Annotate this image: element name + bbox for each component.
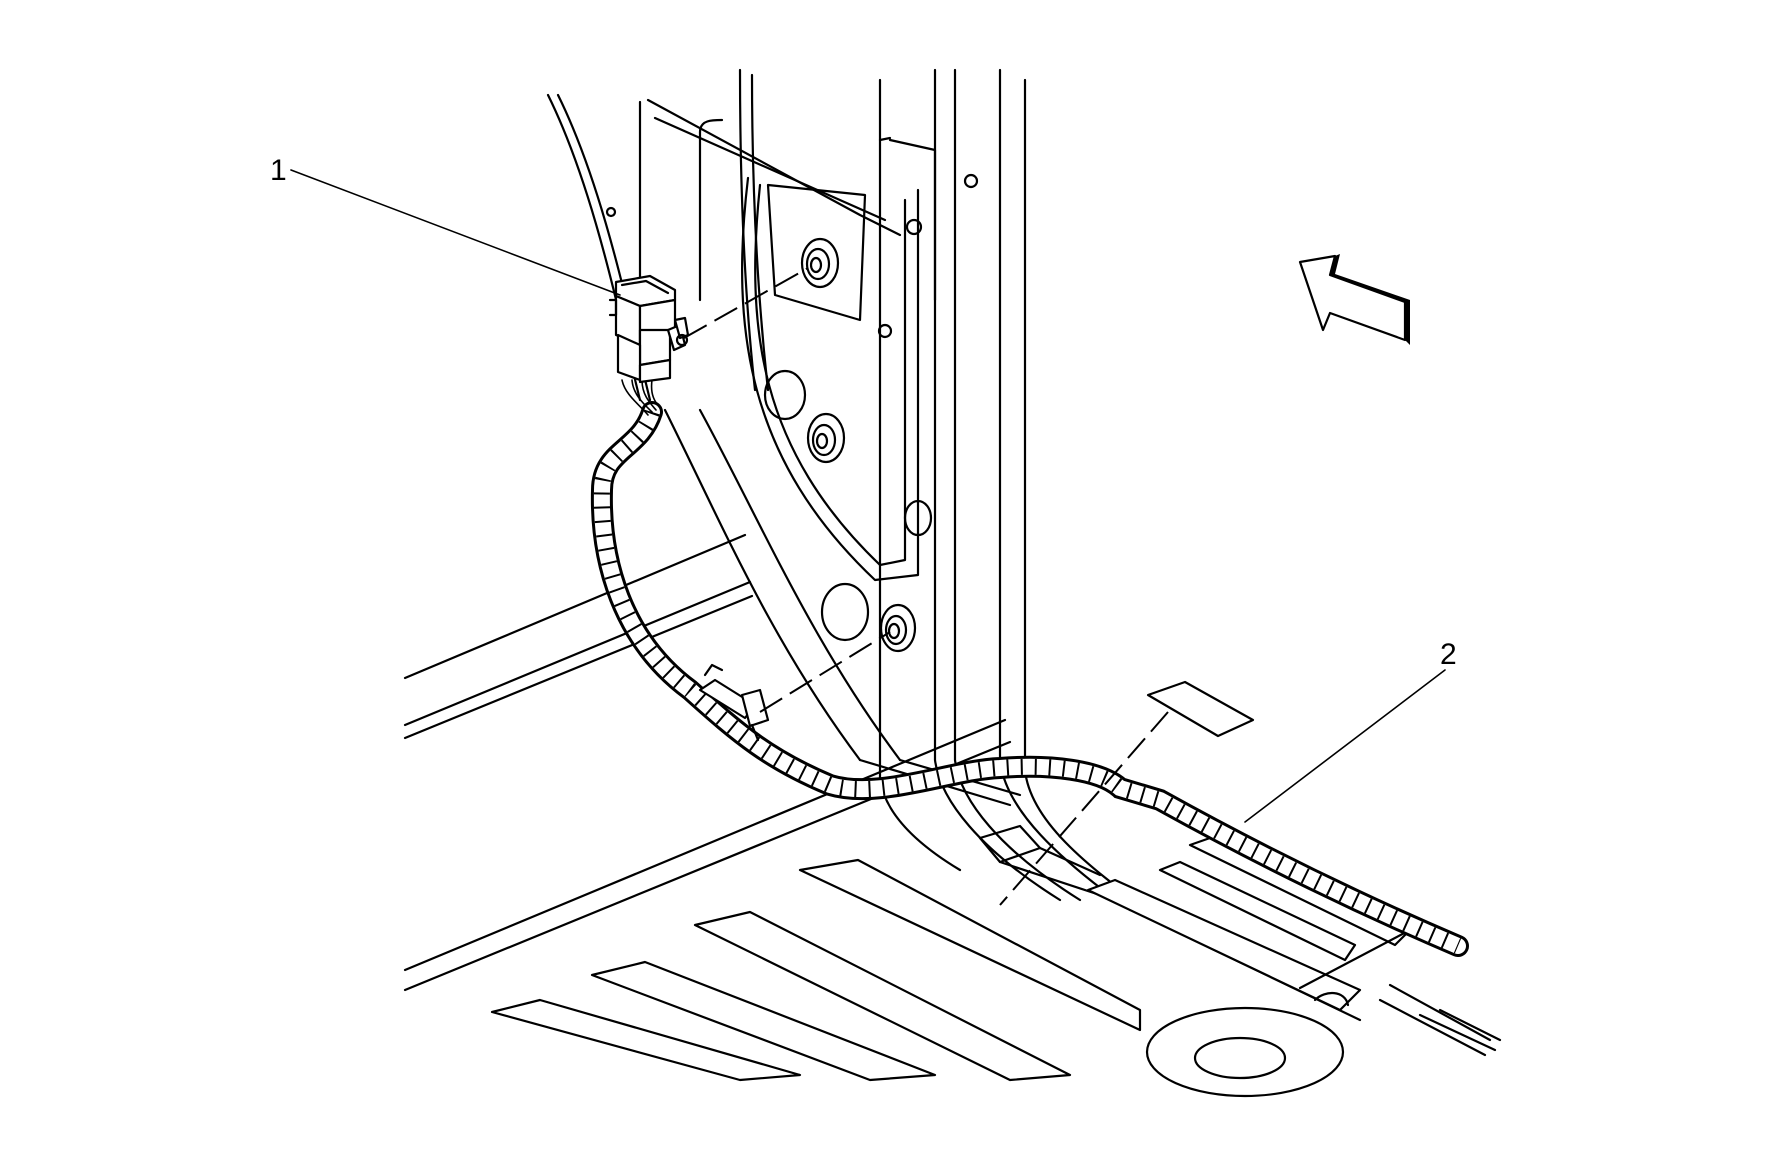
- callout-1: 1: [270, 154, 621, 296]
- front-direction-arrow-icon: [1298, 254, 1410, 345]
- harness-retainer-clip: [698, 663, 770, 742]
- pillar-holes: [605, 173, 979, 653]
- middle-grommet: [806, 412, 846, 464]
- lower-grommet: [879, 603, 917, 653]
- sill-channel: [978, 824, 1502, 1057]
- upper-grommet: [800, 237, 840, 289]
- callout-2: 2: [1244, 638, 1457, 823]
- callout-2-label: 2: [1440, 638, 1457, 671]
- install-guide-lines: [683, 267, 1169, 906]
- harness-connector: [608, 274, 690, 384]
- callout-1-label: 1: [270, 154, 287, 187]
- wiring-harness: [590, 379, 1469, 957]
- adhesive-tape-patch: [1146, 680, 1255, 738]
